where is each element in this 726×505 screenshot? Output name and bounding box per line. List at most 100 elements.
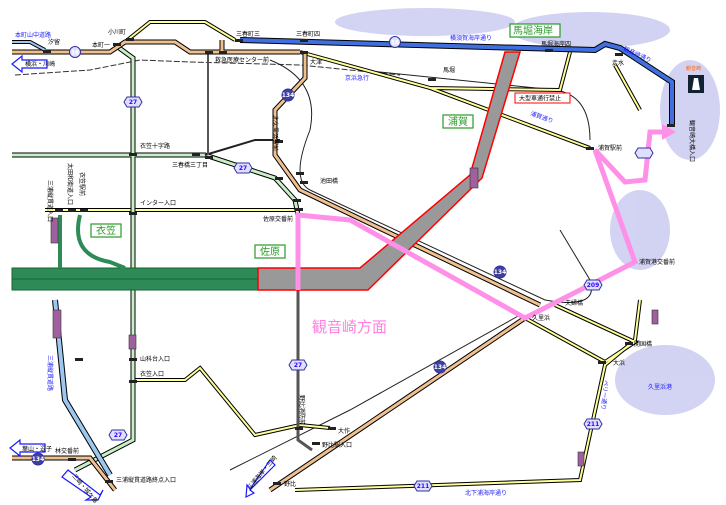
kannonzaki-label: 観音崎 bbox=[686, 65, 701, 72]
route-27-shield-icon: 27 bbox=[123, 96, 143, 108]
places-miura-iri-label: 三浦縦貫道入口 bbox=[46, 180, 54, 222]
places-ogawacho-label: 小川町 bbox=[108, 28, 126, 36]
routes-r134-label: 134 bbox=[32, 456, 45, 463]
routes-r27-label: 27 bbox=[129, 99, 137, 106]
place-labels: 汐留 小川町 本町一 三春町三 三春町四 救急医療センター前 大津 馬堀 馬堀海… bbox=[46, 28, 696, 488]
notice-box bbox=[514, 92, 571, 104]
route-209-shield-icon bbox=[634, 147, 654, 159]
route-134-shield-icon: 134 bbox=[433, 360, 447, 374]
area-hashirimizu: 馬堀海岸 bbox=[513, 24, 553, 37]
area-kinugasa-box bbox=[90, 223, 122, 238]
places-kurihama-label: 久里浜 bbox=[532, 314, 550, 322]
notice-no-large-vehicles: 大型車通行禁止 bbox=[519, 95, 561, 103]
places-kyukyu-label: 救急医療センター前 bbox=[215, 56, 269, 64]
area-kinugasa: 衣笠 bbox=[96, 224, 116, 237]
routes-r134-label: 134 bbox=[434, 364, 447, 371]
route-27-south bbox=[296, 290, 313, 452]
local-roads bbox=[45, 21, 641, 491]
routes-r16-label: 16 bbox=[71, 50, 79, 57]
street-names-miura-jukan-label: 三浦縦貫道路 bbox=[46, 355, 54, 391]
honcho-road bbox=[12, 41, 46, 51]
lighthouse-tower bbox=[692, 78, 700, 90]
area-uraga-box bbox=[442, 114, 474, 129]
area-sahara: 佐原 bbox=[260, 246, 280, 258]
places-nagase-label: 開国橋 bbox=[634, 340, 652, 348]
yokosuka-toll-road bbox=[257, 51, 522, 291]
routes-r211-label: 211 bbox=[417, 483, 430, 490]
places-hashiri-label: 走水 bbox=[612, 59, 624, 67]
route-134-shield-icon: 134 bbox=[493, 265, 507, 279]
route-209-shield-icon: 209 bbox=[583, 279, 603, 291]
routes-r209-label: 209 bbox=[587, 282, 600, 289]
places-kannonzaki-ohashi-label: 観音崎大橋入口 bbox=[688, 120, 696, 162]
places-uragaeki-label: 浦賀駅前 bbox=[598, 144, 622, 152]
routes-r27-label: 27 bbox=[114, 432, 122, 439]
route-shields: 16 16 27 27 27 27 134 134 134 134 209 21… bbox=[31, 36, 654, 492]
places-kinugasa-jujiro-label: 衣笠十字路 bbox=[140, 142, 170, 150]
area-sahara-box bbox=[254, 244, 286, 259]
places-sahara-kousaten-label: 佐原交番前 bbox=[263, 215, 293, 223]
area-uraga: 浦賀 bbox=[448, 115, 468, 128]
railway-kurihama bbox=[229, 314, 521, 471]
places-hinode4-label: 三春町四 bbox=[296, 30, 320, 38]
places-interchange-label: インター入口 bbox=[140, 199, 176, 207]
dark-road bbox=[204, 139, 280, 156]
route-134-shield-icon: 134 bbox=[31, 452, 45, 466]
street-names-uraga-dori-label: 浦賀通り bbox=[529, 109, 554, 125]
places-miura-end-label: 三浦縦貫道路終点入口 bbox=[116, 476, 176, 484]
routes-r27-label: 27 bbox=[239, 165, 247, 172]
places-yamanakadai-label: 山科台入口 bbox=[140, 355, 170, 363]
routes-r16-label: 16 bbox=[391, 40, 399, 47]
route-27-shield-icon: 27 bbox=[233, 162, 253, 174]
places-ikego-label: 池田橋 bbox=[320, 177, 338, 185]
places-hinode-label: 三春町三 bbox=[236, 30, 260, 38]
routes-r27-label: 27 bbox=[294, 362, 302, 369]
places-hashimoto-label: 夫婦橋 bbox=[565, 299, 583, 307]
places-kurihamako-label: 久里浜港 bbox=[648, 383, 672, 391]
route-arrow-icon bbox=[662, 124, 676, 140]
arrows-yokohama-label: 横浜・川崎 bbox=[25, 60, 55, 68]
places-nobi-label: 野比消防前 bbox=[298, 395, 306, 425]
routes-r134-label: 134 bbox=[282, 92, 295, 99]
street-names-kitashitaura-label: 北下浦海岸通り bbox=[465, 489, 507, 497]
street-names-honcho-sanchu-label: 本町山中道路 bbox=[15, 31, 51, 39]
route-27-shield-icon: 27 bbox=[108, 429, 128, 441]
route-211-shield-icon: 211 bbox=[583, 418, 603, 430]
sea bbox=[335, 8, 720, 415]
route-16-shield-icon: 16 bbox=[69, 46, 81, 58]
arrow-left-icon bbox=[11, 54, 48, 74]
street-names-keikyu-label: 京浜急行 bbox=[345, 74, 369, 82]
arrow-down-right-icon bbox=[61, 469, 104, 501]
route-16-shield-icon: 16 bbox=[389, 36, 401, 48]
places-ohama-label: 大浜 bbox=[613, 359, 625, 367]
places-nobieki-label: 野比駅入口 bbox=[322, 441, 352, 449]
places-kitakurihama-label: 北久里浜駅前 bbox=[271, 115, 279, 151]
direction-title: 観音崎方面 bbox=[312, 318, 387, 336]
area-hashirimizu-box bbox=[509, 23, 561, 38]
places-shiomi-label: 汐留 bbox=[48, 38, 60, 46]
arrow-left-icon bbox=[9, 438, 46, 458]
places-honcho1-label: 本町一 bbox=[92, 41, 110, 49]
routes-r211-label: 211 bbox=[587, 421, 600, 428]
interchange-ramps bbox=[58, 214, 126, 270]
places-taisaku-label: 大作 bbox=[338, 427, 350, 435]
arrow-down-left-icon bbox=[245, 459, 276, 499]
honcho-road-outline bbox=[12, 40, 46, 52]
places-kinugasa-eki-label: 衣笠駅前 bbox=[78, 172, 86, 196]
places-maborikaiganen-label: 馬堀海岸四 bbox=[541, 40, 571, 48]
route-27-shield-icon: 27 bbox=[288, 359, 308, 371]
route-16-coast bbox=[239, 38, 674, 125]
traffic-signals bbox=[43, 38, 675, 485]
national-roads bbox=[12, 40, 541, 492]
places-kinugasa-iri-label: 衣笠入口 bbox=[140, 370, 164, 378]
places-otsu-label: 大津 bbox=[310, 58, 322, 66]
street-names-perry-dori-label: ペリー通り bbox=[599, 380, 610, 411]
places-ota-label: 太田和街道入口 bbox=[66, 163, 74, 205]
tunnel-markers bbox=[50, 167, 659, 467]
places-hayashi-label: 林交番前 bbox=[55, 447, 79, 455]
direction-arrows bbox=[9, 54, 276, 501]
routes-r134-label: 134 bbox=[494, 269, 507, 276]
places-uragakou-label: 浦賀港交番前 bbox=[639, 258, 675, 266]
